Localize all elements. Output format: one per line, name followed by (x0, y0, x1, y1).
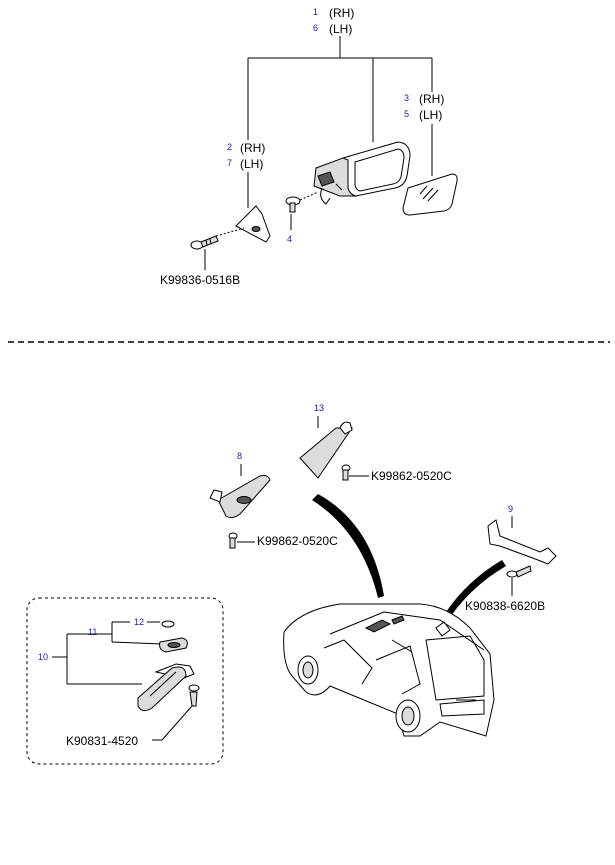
location-arrow (312, 494, 384, 598)
leader-line (111, 641, 163, 645)
callout-1-side: (RH) (329, 6, 354, 20)
cover-plate-drawing (215, 205, 271, 243)
inside-mirror-drawing (137, 620, 200, 712)
callout-7: 7 (227, 158, 232, 168)
mirror-assembly-drawing (313, 141, 411, 205)
part-number-screw-cover: K99836-0516B (160, 273, 240, 287)
mirror-detail-box (26, 597, 224, 765)
mirror-glass-drawing (402, 173, 458, 216)
part-number-visor-screw-13: K99862-0520C (371, 469, 452, 483)
bolt-4-drawing (285, 191, 319, 213)
callout-9: 9 (508, 504, 513, 514)
screw-drawing (190, 235, 219, 250)
callout-3-side: (RH) (419, 92, 444, 106)
part-number-visor-screw-8: K99862-0520C (257, 534, 338, 548)
callout-1: 1 (313, 7, 318, 17)
callout-6: 6 (313, 23, 318, 33)
callout-3: 3 (404, 93, 409, 103)
car-drawing (283, 603, 495, 737)
interior-group: 13 K99862-0520C 8 K99862-0520C 9 (26, 403, 557, 765)
outside-mirror-group: 1 (RH) 6 (LH) 2 (RH) 7 (LH) 3 (RH) 5 (LH… (160, 6, 458, 287)
part-number-handle-screw: K90838-6620B (465, 599, 545, 613)
callout-12: 12 (134, 617, 144, 627)
location-arrow (446, 560, 506, 616)
callout-11: 11 (88, 627, 97, 637)
sun-visor-8-drawing (209, 475, 271, 549)
sun-visor-13-drawing (299, 421, 353, 481)
callout-4: 4 (287, 234, 292, 244)
callout-2: 2 (227, 142, 232, 152)
callout-2-side: (RH) (240, 141, 265, 155)
assist-handle-drawing (487, 519, 557, 578)
leader-line (161, 705, 193, 741)
callout-10: 10 (38, 652, 48, 662)
callout-13: 13 (314, 403, 324, 413)
callout-5-side: (LH) (419, 108, 442, 122)
part-number-mirror-screw: K90831-4520 (66, 734, 138, 748)
callout-7-side: (LH) (240, 157, 263, 171)
callout-6-side: (LH) (329, 22, 352, 36)
callout-8: 8 (237, 451, 242, 461)
callout-5: 5 (404, 109, 409, 119)
